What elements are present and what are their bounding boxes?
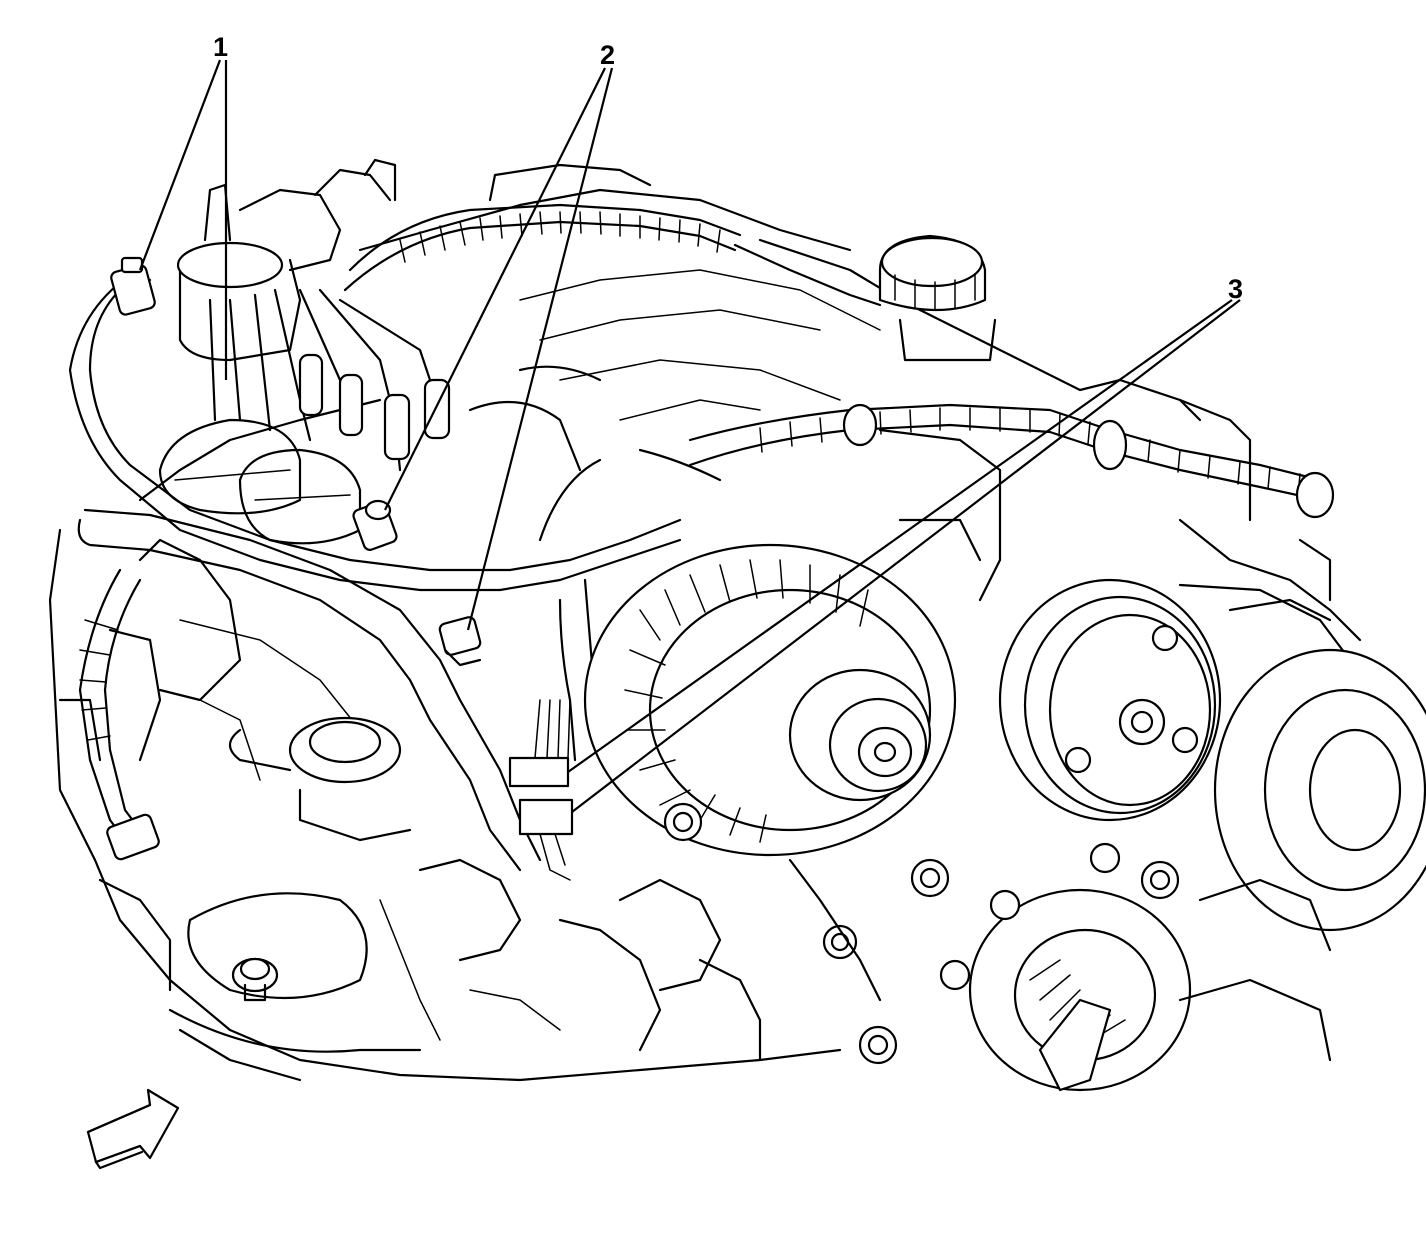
power-steering-pulley <box>998 578 1352 822</box>
callout-2: 2 <box>600 40 615 70</box>
wiring-harness <box>68 203 1335 861</box>
connector-3 <box>508 699 574 881</box>
water-pump-pulley <box>1213 648 1426 932</box>
belt-tensioner <box>939 842 1332 1092</box>
leader-lines <box>138 59 1241 813</box>
callout-3: 3 <box>1228 274 1243 304</box>
forward-view-arrow-icon <box>86 1088 180 1170</box>
connector-2a <box>352 499 398 551</box>
callout-1: 1 <box>213 32 228 62</box>
engine-block <box>48 163 1362 1082</box>
callouts: 1 2 3 <box>213 32 1243 304</box>
fuel-rail-tube <box>77 508 542 872</box>
connector-2b <box>438 616 482 667</box>
generator <box>583 543 957 1065</box>
oil-fill-cap <box>878 234 997 362</box>
intake-manifold <box>158 418 412 842</box>
connector-1 <box>110 256 156 316</box>
